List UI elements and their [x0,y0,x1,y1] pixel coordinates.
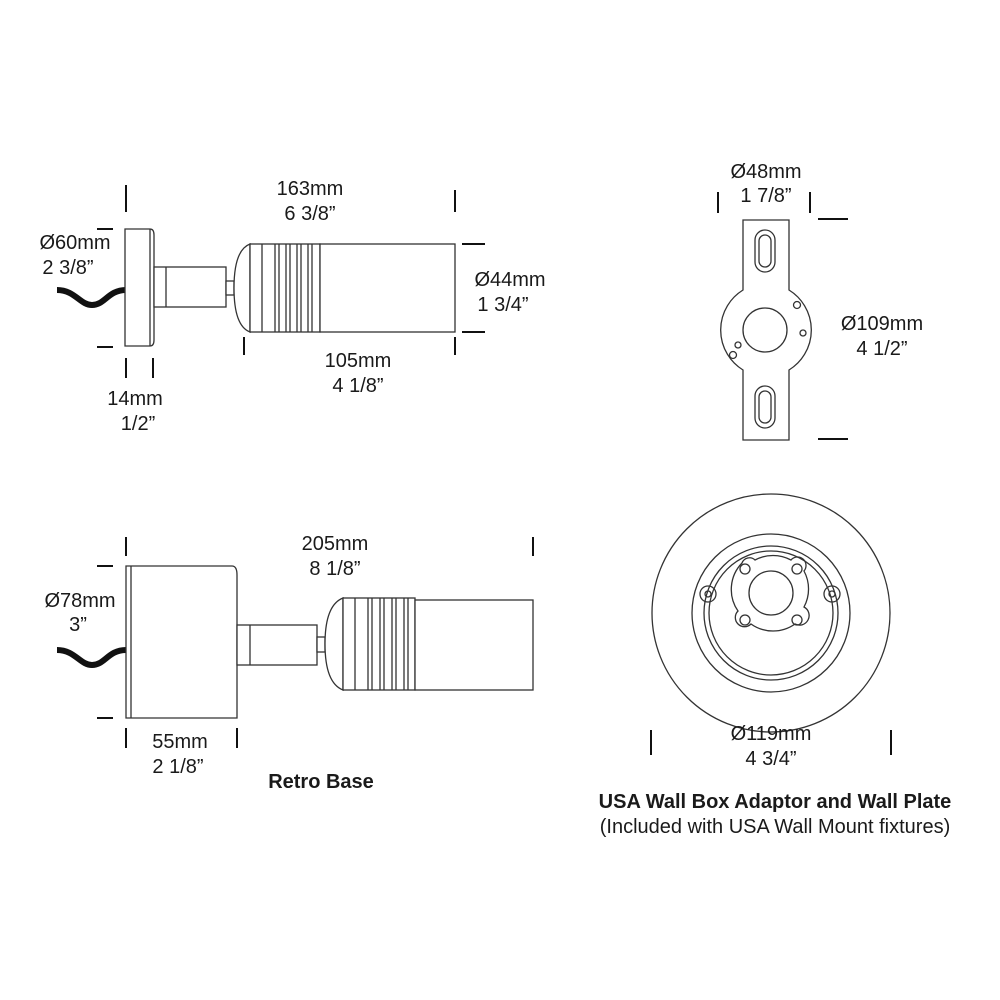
base-depth-in: 2 1/8” [152,756,203,778]
body-diameter-mm: Ø44mm [474,269,545,291]
adaptor-height-in: 4 1/2” [856,338,907,360]
base-diameter-in: 3” [69,614,87,636]
adaptor-height-mm: Ø109mm [841,313,923,335]
wall-plate-diameter-in: 4 3/4” [745,748,796,770]
retro-overall-length-in: 8 1/8” [309,558,360,580]
retro-base-fixture-side-view: 205mm 8 1/8” Ø78mm 3” 55mm 2 1/8” Retro … [44,533,534,793]
wall-plate-subtitle: (Included with USA Wall Mount fixtures) [600,816,951,838]
head-length-mm: 105mm [325,350,392,372]
wall-plate-diameter-mm: Ø119mm [731,723,812,745]
wall-mount-fixture-side-view: 163mm 6 3/8” Ø60mm 2 3/8” Ø44mm 1 3/4” 1… [39,178,545,435]
overall-length-in: 6 3/8” [284,203,335,225]
overall-length-mm: 163mm [277,178,344,200]
plate-diameter-mm: Ø60mm [39,232,110,254]
plate-depth-in: 1/2” [121,413,155,435]
retro-base-caption: Retro Base [268,771,374,793]
base-diameter-mm: Ø78mm [44,590,115,612]
wall-plate-title: USA Wall Box Adaptor and Wall Plate [599,791,952,813]
adaptor-width-mm: Ø48mm [730,161,801,183]
wall-plate-front-view: Ø119mm 4 3/4” USA Wall Box Adaptor and W… [599,493,952,838]
body-diameter-in: 1 3/4” [477,294,528,316]
head-length-in: 4 1/8” [332,375,383,397]
retro-overall-length-mm: 205mm [302,533,369,555]
plate-depth-mm: 14mm [107,388,163,410]
wall-box-adaptor-front-view: Ø48mm 1 7/8” Ø109mm 4 1/2” [717,161,923,441]
base-depth-mm: 55mm [152,731,208,753]
adaptor-width-in: 1 7/8” [740,185,791,207]
plate-diameter-in: 2 3/8” [42,257,93,279]
